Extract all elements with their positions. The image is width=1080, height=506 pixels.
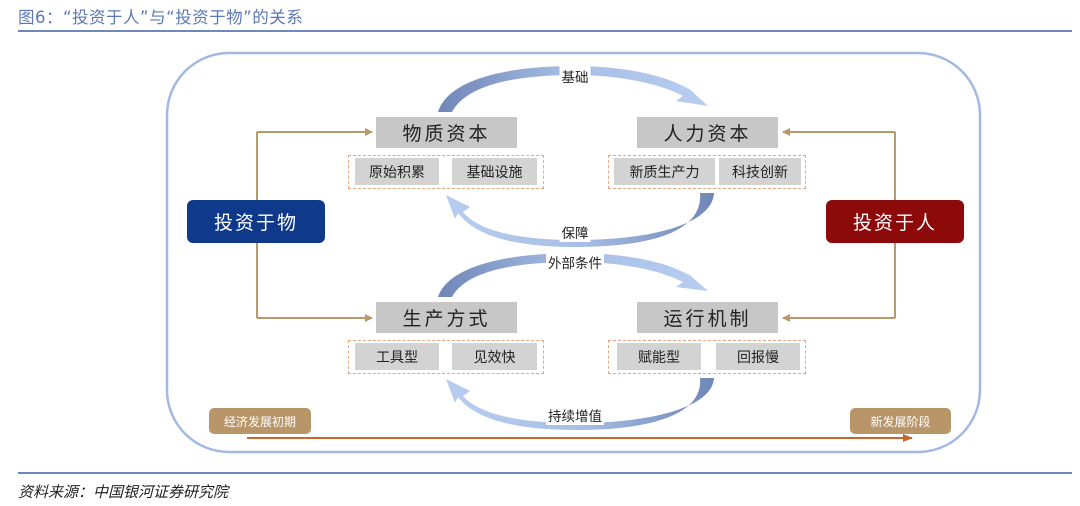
arc-label-external-conditions: 外部条件 <box>546 252 604 272</box>
physical-capital-node: 物质资本 <box>376 117 517 148</box>
physical-capital-items-group <box>348 155 544 189</box>
invest-in-people-node: 投资于人 <box>826 200 964 243</box>
production-mode-items-group <box>348 340 544 374</box>
footer-divider <box>18 472 1072 474</box>
item-new-quality-productivity: 新质生产力 <box>614 158 715 185</box>
arc-arrow-bottom-forward <box>438 253 708 297</box>
arc-label-guarantee: 保障 <box>559 222 591 242</box>
item-tool-type: 工具型 <box>355 343 439 370</box>
stage-new-development: 新发展阶段 <box>850 408 951 434</box>
header-divider <box>18 30 1072 32</box>
human-capital-items-group <box>608 155 806 189</box>
arc-label-foundation: 基础 <box>559 66 591 86</box>
item-slow-return: 回报慢 <box>716 343 800 370</box>
item-empowering-type: 赋能型 <box>617 343 701 370</box>
arc-label-continuous-appreciation: 持续增值 <box>546 405 604 425</box>
item-primitive-accumulation: 原始积累 <box>355 158 439 185</box>
item-quick-results: 见效快 <box>452 343 537 370</box>
invest-in-things-node: 投资于物 <box>187 200 325 243</box>
container-frame <box>165 51 982 454</box>
item-infrastructure: 基础设施 <box>452 158 537 185</box>
production-mode-node: 生产方式 <box>376 302 517 333</box>
figure-title: 图6：“投资于人”与“投资于物”的关系 <box>18 8 304 27</box>
human-capital-node: 人力资本 <box>637 117 778 148</box>
arc-arrow-top-forward <box>438 66 708 112</box>
source-note: 资料来源：中国银河证券研究院 <box>18 483 229 501</box>
operating-mechanism-node: 运行机制 <box>637 302 778 333</box>
item-tech-innovation: 科技创新 <box>719 158 801 185</box>
operating-mechanism-items-group <box>608 340 806 374</box>
stage-early-development: 经济发展初期 <box>209 408 311 434</box>
